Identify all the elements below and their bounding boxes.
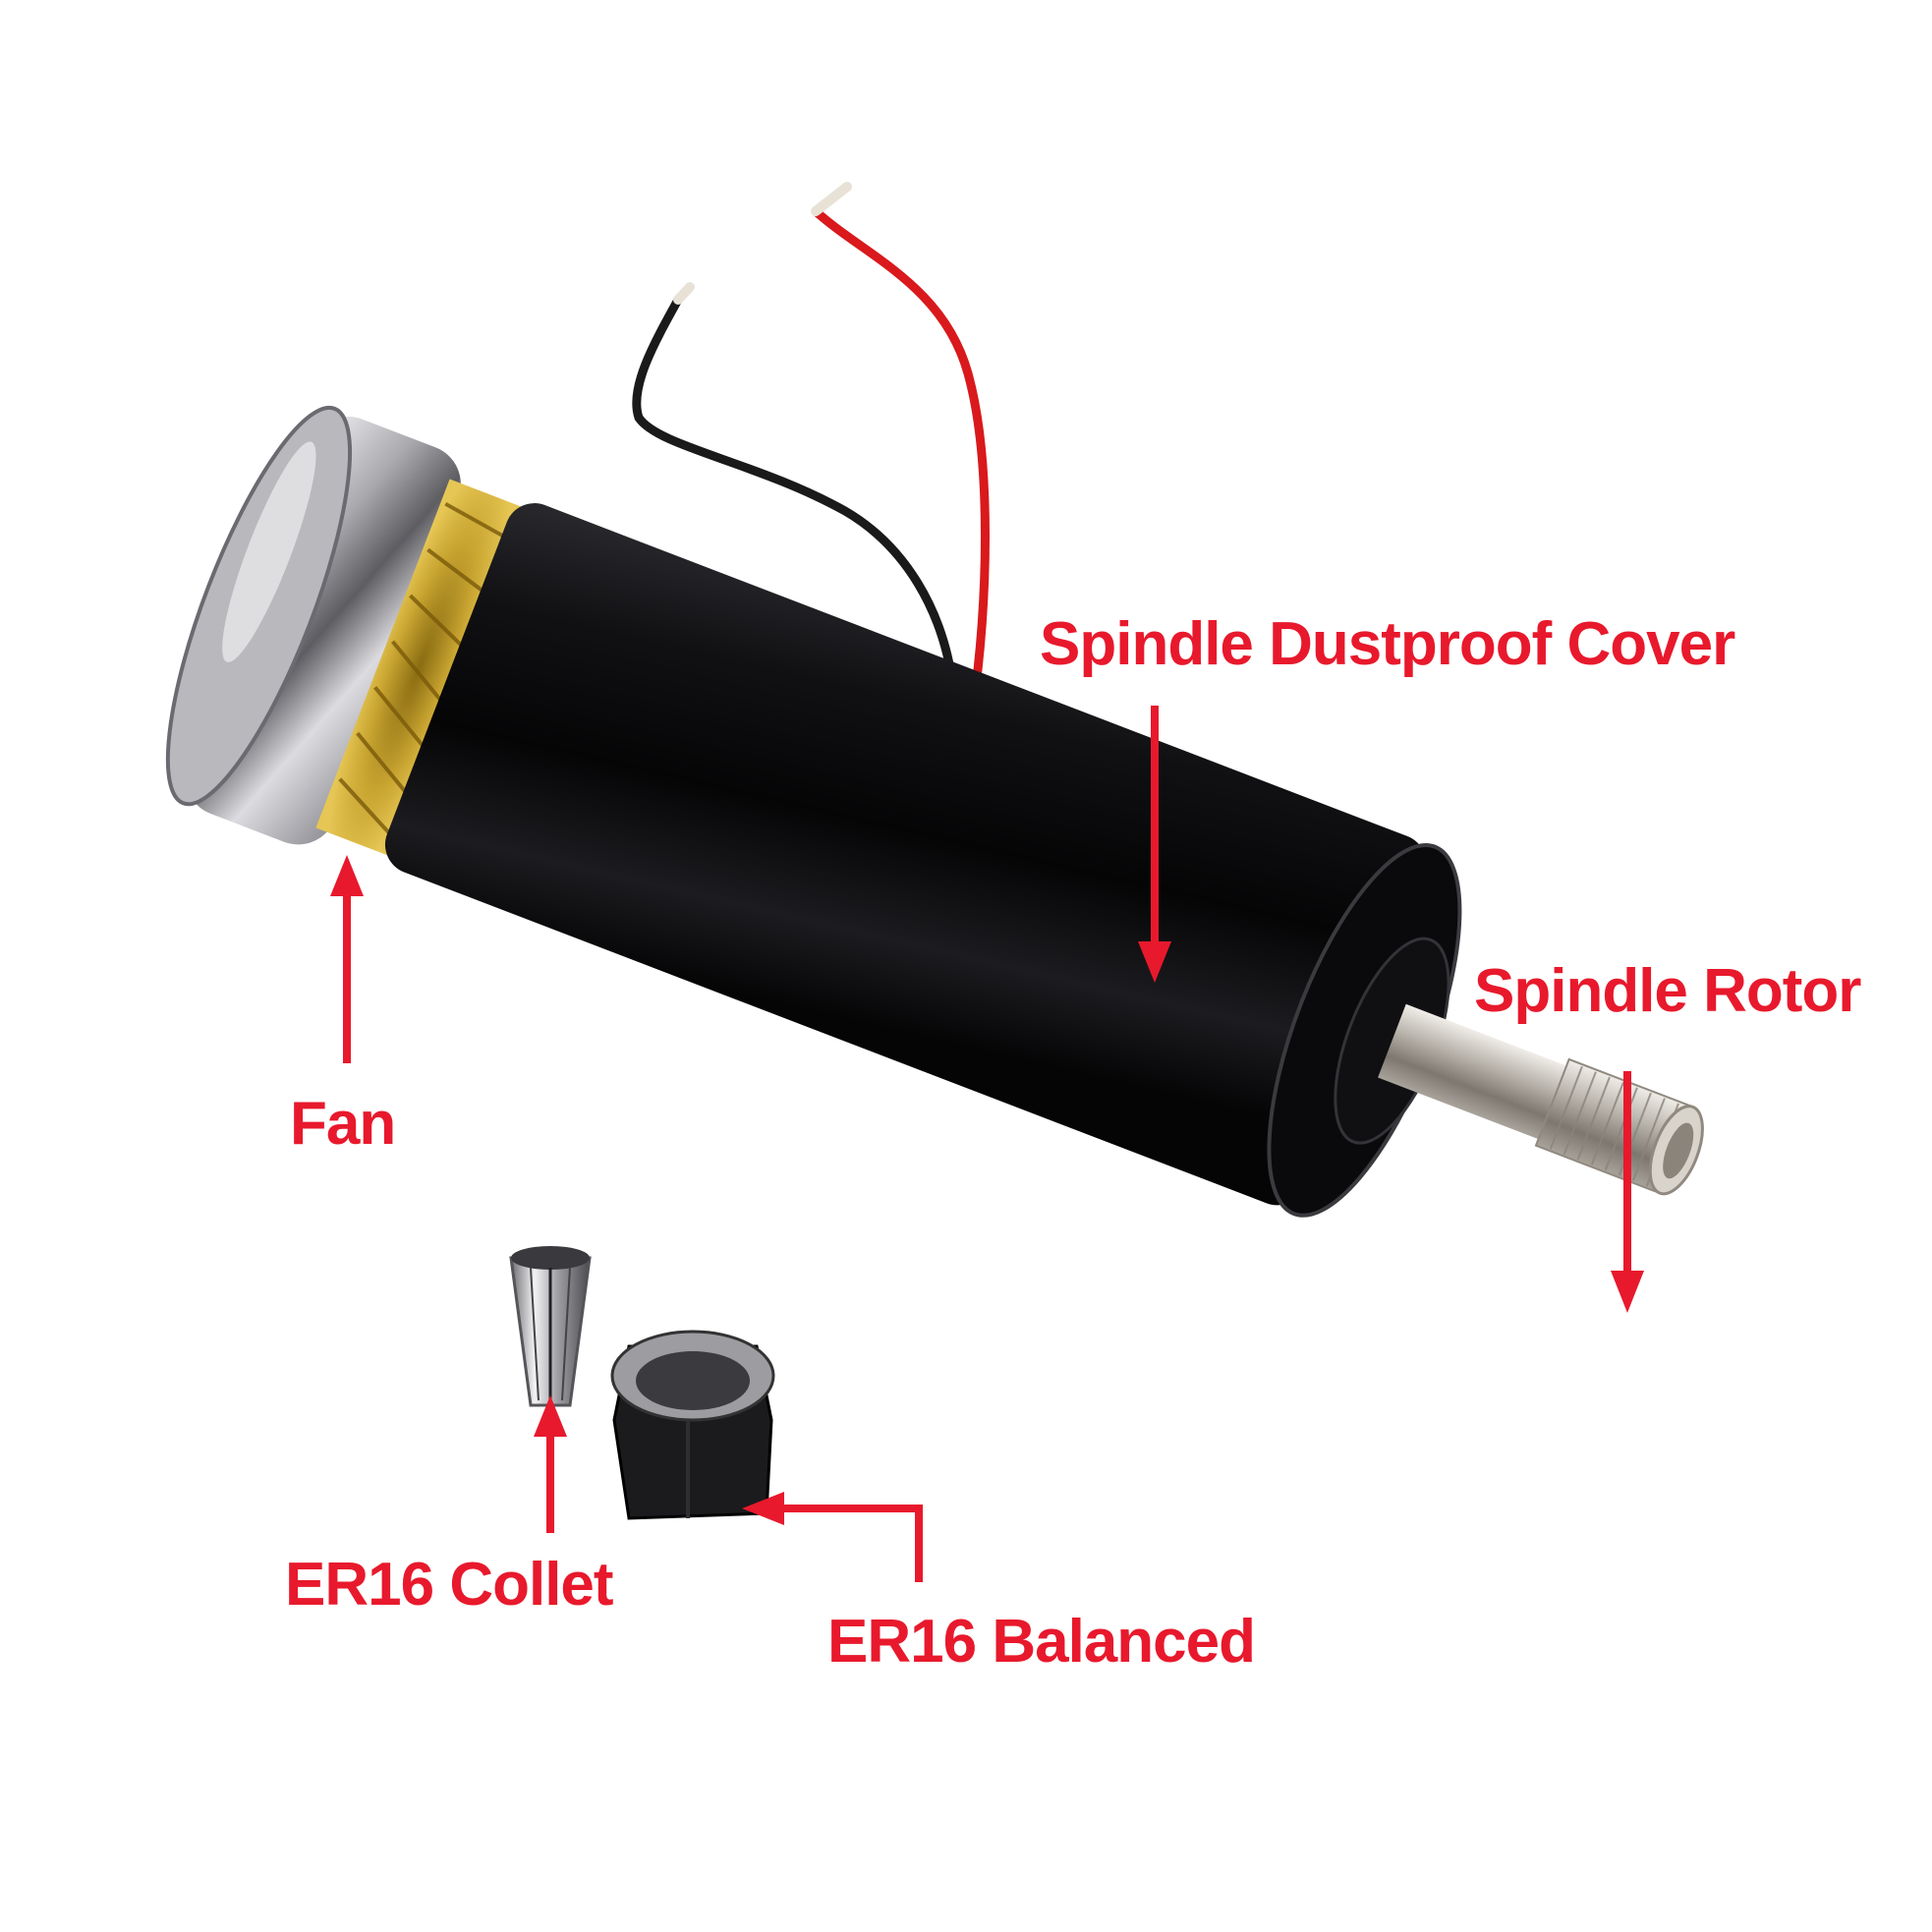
rotor-bore — [1663, 1122, 1694, 1179]
red-wire-tip — [811, 182, 852, 216]
spindle-body — [165, 405, 1704, 1218]
er16-nut — [610, 1330, 775, 1520]
label-er16-collet: ER16 Collet — [285, 1551, 614, 1619]
fan — [315, 479, 524, 856]
label-fan: Fan — [290, 1090, 396, 1158]
fan-blades — [338, 501, 508, 837]
label-er16-balanced: ER16 Balanced — [827, 1608, 1256, 1676]
er16-collet — [509, 1246, 592, 1407]
label-spindle-dustproof-cover: Spindle Dustproof Cover — [1040, 610, 1735, 678]
label-spindle-rotor: Spindle Rotor — [1474, 957, 1861, 1025]
chrome-cap-face-highlight — [222, 441, 316, 662]
black-wire-tip — [673, 282, 695, 305]
dustproof-cover — [384, 503, 1427, 1206]
callout-arrows — [330, 706, 1644, 1582]
